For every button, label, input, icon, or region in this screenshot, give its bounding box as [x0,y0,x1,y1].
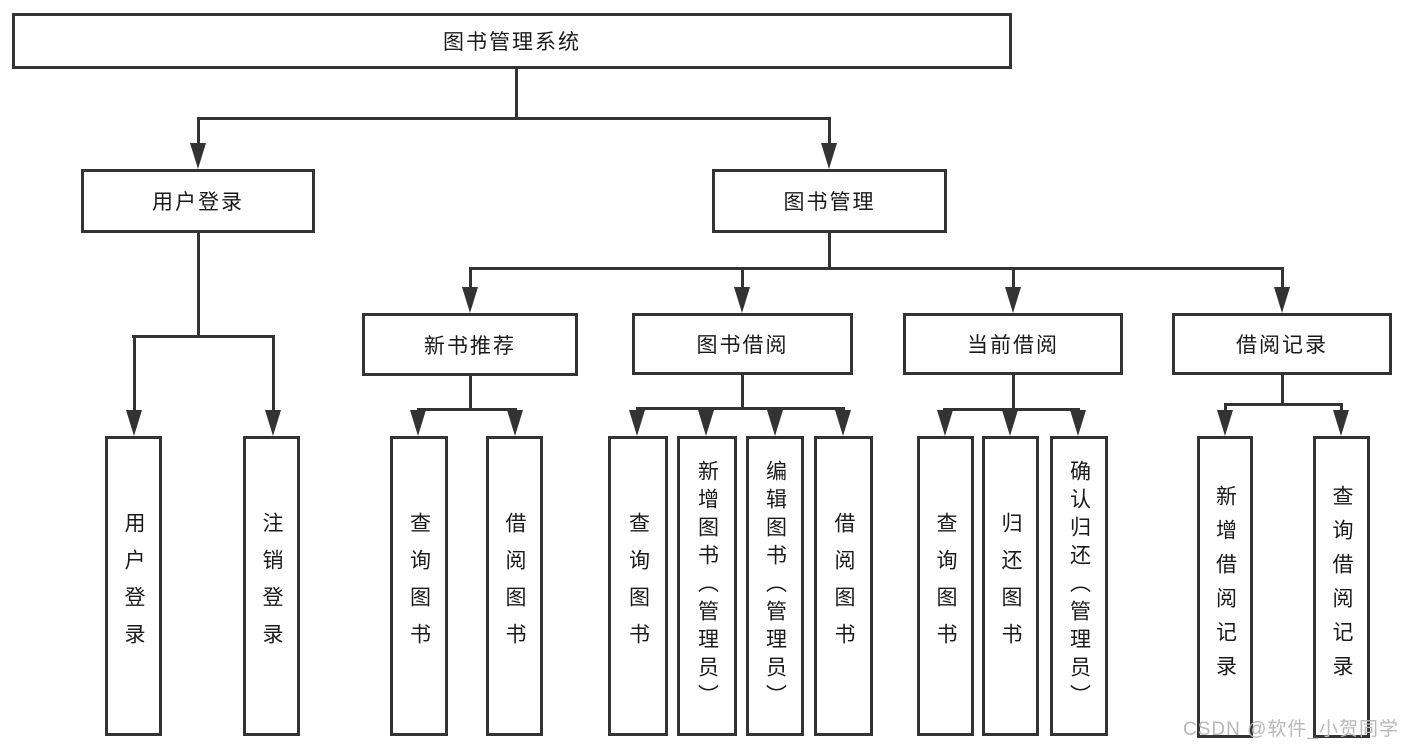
arrow-down-icon [835,410,851,436]
connector-to-new-book-rec [469,267,472,289]
connector-borrow-record-stem [1281,374,1284,406]
arrow-down-icon [698,410,714,436]
connector-drop [1340,403,1343,413]
connector-borrow-record-bar [1224,403,1343,406]
connector-book-borrow-stem [741,374,744,410]
arrow-down-icon [190,143,206,169]
arrow-down-icon [767,410,783,436]
leaf-query-book: 查询图书 [917,436,974,736]
node-book-management: 图书管理 [712,169,947,233]
connector-level3-bar [469,267,1284,270]
leaf-query-borrow-record: 查询借阅记录 [1313,436,1370,738]
connector-book-borrow-bar [636,407,845,410]
connector-new-book-rec-bar [417,408,517,411]
arrow-down-icon [937,410,953,436]
arrow-down-icon [265,410,281,436]
connector-to-current-borrow [1012,267,1015,289]
connector-to-leaf-logout [272,335,275,412]
leaf-edit-book-admin: 编辑图书（管理员） [746,436,804,736]
connector-drop [1224,403,1227,413]
arrow-down-icon [1274,287,1290,313]
leaf-query-book: 查询图书 [390,436,448,736]
node-borrow-record: 借阅记录 [1172,313,1392,375]
connector-user-login-stem [197,232,200,337]
node-new-book-recommend: 新书推荐 [362,313,578,376]
connector-level2-bar [197,117,831,120]
connector-current-borrow-stem [1012,374,1015,411]
node-user-login: 用户登录 [81,169,315,233]
watermark: CSDN @软件_小贺同学 [1183,719,1399,740]
leaf-query-book: 查询图书 [608,436,668,736]
arrow-down-icon [410,410,426,436]
arrow-down-icon [462,287,478,313]
connector-to-user-login [197,117,200,145]
connector-to-book-mgmt [828,117,831,145]
leaf-confirm-return-admin: 确认归还（管理员） [1050,436,1108,736]
connector-to-leaf-user-login [133,335,136,412]
connector-book-mgmt-stem [828,232,831,270]
leaf-return-book: 归还图书 [982,436,1039,736]
leaf-logout: 注销登录 [243,436,300,736]
arrow-down-icon [126,410,142,436]
arrow-down-icon [1217,410,1233,436]
connector-to-book-borrow [741,267,744,289]
node-book-borrow: 图书借阅 [632,313,853,375]
node-root: 图书管理系统 [12,13,1012,69]
arrow-down-icon [1070,410,1086,436]
arrow-down-icon [821,143,837,169]
connector-root-stem [515,68,518,118]
node-current-borrow: 当前借阅 [903,313,1123,375]
connector-user-login-bar [132,335,275,338]
arrow-down-icon [1333,410,1349,436]
leaf-add-borrow-record: 新增借阅记录 [1197,436,1253,738]
connector-to-borrow-record [1281,267,1284,289]
arrow-down-icon [734,287,750,313]
leaf-user-login: 用户登录 [105,436,162,736]
arrow-down-icon [1005,287,1021,313]
arrow-down-icon [1002,410,1018,436]
leaf-borrow-book: 借阅图书 [814,436,873,736]
connector-new-book-rec-stem [469,375,472,411]
leaf-add-book-admin: 新增图书（管理员） [677,436,737,736]
arrow-down-icon [507,410,523,436]
leaf-borrow-book: 借阅图书 [486,436,543,736]
arrow-down-icon [629,410,645,436]
